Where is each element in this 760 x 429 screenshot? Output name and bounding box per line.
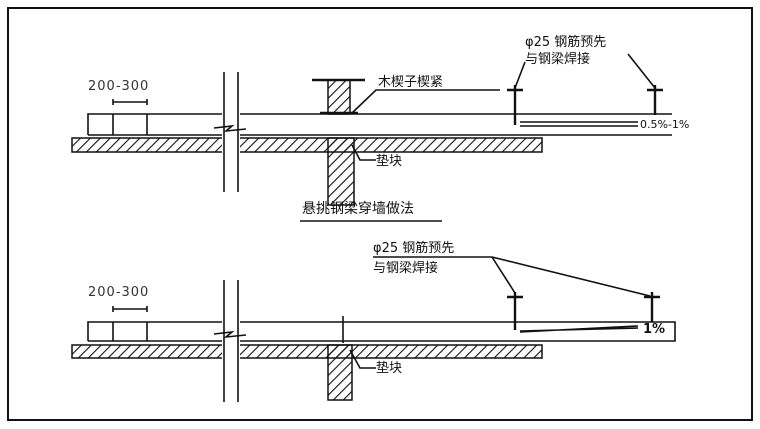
steel-beam — [87, 321, 676, 342]
bottom-detail: 200-300 φ25 钢筋预先 与钢梁焊接 1% 垫块 — [71, 240, 676, 402]
wedge-label: 木楔子楔紧 — [378, 75, 443, 90]
wedge-leader — [351, 89, 500, 114]
wall-below — [327, 344, 353, 401]
dimension-label: 200-300 — [88, 79, 149, 94]
wood-wedge-post — [327, 79, 351, 115]
slope-label: 0.5%-1% — [640, 118, 689, 131]
rebar-label-line2: 与钢梁焊接 — [525, 51, 590, 67]
dimension-mark — [112, 306, 148, 341]
steel-beam — [87, 113, 672, 136]
drawing-frame — [7, 7, 753, 421]
floor-slab — [71, 344, 543, 359]
slope-indicator — [520, 121, 638, 127]
dimension-label: 200-300 — [88, 285, 149, 300]
floor-slab — [71, 137, 543, 153]
top-detail: 200-300 木楔子楔紧 φ25 钢筋预先 与钢梁焊接 0.5%-1% 垫块 … — [71, 34, 689, 222]
wall-break — [223, 280, 239, 402]
pad-label: 垫块 — [376, 360, 402, 376]
rebar-anchors — [507, 292, 660, 330]
rebar-label-line2: 与钢梁焊接 — [373, 260, 438, 276]
rebar-label-line1: φ25 钢筋预先 — [373, 240, 454, 256]
wall-below — [327, 137, 355, 206]
rebar-leader — [514, 53, 656, 89]
pad-label: 垫块 — [376, 153, 402, 169]
slope-indicator — [519, 325, 639, 333]
rebar-leader — [373, 256, 651, 297]
slope-label: 1% — [643, 322, 665, 337]
caption: 悬挑钢梁穿墙做法 — [302, 201, 414, 217]
rebar-anchors — [507, 85, 663, 125]
dimension-mark — [112, 99, 148, 135]
rebar-label-line1: φ25 钢筋预先 — [525, 34, 606, 50]
